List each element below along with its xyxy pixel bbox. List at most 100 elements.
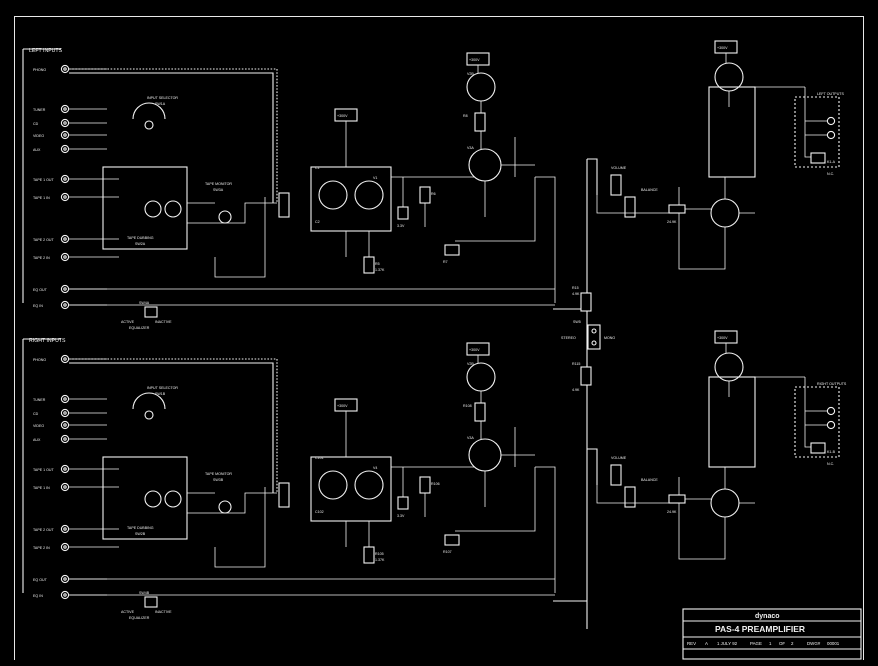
resistor-r8 <box>474 112 486 132</box>
balance-resistor <box>668 204 686 214</box>
output-stage-box <box>708 376 756 468</box>
tube-v2 <box>466 72 496 102</box>
tape1-out-label: TAPE 1 OUT <box>33 178 55 182</box>
output-jack-1 <box>826 116 836 126</box>
tape-dubbing-ref: SW2B <box>135 532 146 536</box>
relay <box>810 152 826 164</box>
eq-in-label: EQ IN <box>33 304 43 308</box>
volume-label: VOLUME <box>611 166 627 170</box>
tape1-out-jack <box>60 174 70 184</box>
tuner-label: TUNER <box>33 108 46 112</box>
drawing-title: PAS-4 PREAMPLIFIER <box>715 624 805 634</box>
eq-out-label: EQ OUT <box>33 288 48 292</box>
eq-in-label: EQ IN <box>33 594 43 598</box>
cd-jack <box>60 408 70 418</box>
stage1-tube-box <box>310 166 392 232</box>
b-plus-label-3: +300V <box>717 336 728 340</box>
tape1-in-label: TAPE 1 IN <box>33 486 50 490</box>
r6-label: R6 <box>431 192 436 196</box>
tape2-in-jack <box>60 542 70 552</box>
input-selector-ref: SW1A <box>155 102 166 106</box>
resistor-r7 <box>444 244 460 256</box>
eq-switch-ref: SW4A <box>139 301 150 305</box>
of-label: OF <box>779 641 785 646</box>
r5-value: 1.37K <box>375 558 385 562</box>
r8-label: R108 <box>463 404 472 408</box>
page-number: 1 <box>769 641 772 646</box>
tube-v1a <box>318 470 348 500</box>
stereo-mono-section: R15 4.9K R115 4.9K SW5 STEREO MONO <box>553 158 615 629</box>
tape-dubbing-ref: SW2A <box>135 242 146 246</box>
tape-dubbing-label: TAPE DUBBING <box>127 526 154 530</box>
tube-v3 <box>468 148 502 182</box>
tube-v1a <box>318 180 348 210</box>
outputs-label: LEFT OUTPUTS <box>817 92 844 96</box>
tape-monitor-label: TAPE MONITOR <box>205 472 232 476</box>
cd-label: CD <box>33 412 39 416</box>
resistor-r5 <box>363 546 375 564</box>
r5-label: R5 <box>375 262 380 266</box>
r5-label: R105 <box>375 552 384 556</box>
phono-jack <box>60 64 70 74</box>
cap-c2-label: C2 <box>315 220 320 224</box>
input-selector-ref: SW1B <box>155 392 166 396</box>
tuner-label: TUNER <box>33 398 46 402</box>
tape-monitor-ref: SW3A <box>213 188 224 192</box>
tape2-in-jack <box>60 252 70 262</box>
stereo-label: STEREO <box>561 336 576 340</box>
volume-pot <box>610 464 622 486</box>
tube-v1-label: V4 <box>373 466 377 470</box>
eq-active-label: ACTIVE <box>121 320 135 324</box>
balance-resistor-value: 24.9K <box>667 220 677 224</box>
stage1-tube-box <box>310 456 392 522</box>
inputs-section-label: LEFT INPUTS <box>29 48 63 54</box>
b-plus-label-1: +300V <box>337 114 348 118</box>
outputs-label: RIGHT OUTPUTS <box>817 382 847 386</box>
resistor-r5 <box>363 256 375 274</box>
r115-label: R115 <box>572 362 580 366</box>
eq-active-label: ACTIVE <box>121 610 135 614</box>
volume-pot <box>610 174 622 196</box>
b-plus-label-3: +300V <box>717 46 728 50</box>
input-pot <box>278 482 290 508</box>
outputs-frame <box>794 386 840 458</box>
page-total: 2 <box>791 641 794 646</box>
eq-out-jack <box>60 284 70 294</box>
eq-out-jack <box>60 574 70 584</box>
balance-resistor <box>668 494 686 504</box>
cd-label: CD <box>33 122 39 126</box>
tuner-jack <box>60 104 70 114</box>
relay-label: K1-A <box>827 160 836 164</box>
tape-dubbing-block <box>102 456 188 540</box>
output-tube-bottom <box>710 198 740 228</box>
cap-c2-label: C102 <box>315 510 324 514</box>
resistor-r7 <box>444 534 460 546</box>
eq-in-jack <box>60 590 70 600</box>
aux-jack <box>60 144 70 154</box>
resistor-r6 <box>419 476 431 494</box>
b-plus-label-2: +300V <box>469 348 480 352</box>
b-plus-label-2: +300V <box>469 58 480 62</box>
r8-label: R8 <box>463 114 468 118</box>
eq-out-label: EQ OUT <box>33 578 48 582</box>
input-pot <box>278 192 290 218</box>
balance-label: BALANCE <box>641 188 658 192</box>
phono-label: PHONO <box>33 358 46 362</box>
brand-logo: dynaco <box>755 613 780 620</box>
output-jack-2 <box>826 420 836 430</box>
phono-jack <box>60 354 70 364</box>
eq-inactive-label: INACTIVE <box>155 610 172 614</box>
balance-pot <box>624 196 636 218</box>
tape2-out-label: TAPE 2 OUT <box>33 238 55 242</box>
relay-nc-label: N.C. <box>827 172 834 176</box>
tape2-out-label: TAPE 2 OUT <box>33 528 55 532</box>
volume-label: VOLUME <box>611 456 627 460</box>
mono-label: MONO <box>604 336 615 340</box>
tube-v3-label: V3A <box>467 146 474 150</box>
tape-monitor-ref: SW3B <box>213 478 224 482</box>
eq-switch <box>144 596 158 608</box>
output-jack-1 <box>826 406 836 416</box>
balance-pot <box>624 486 636 508</box>
